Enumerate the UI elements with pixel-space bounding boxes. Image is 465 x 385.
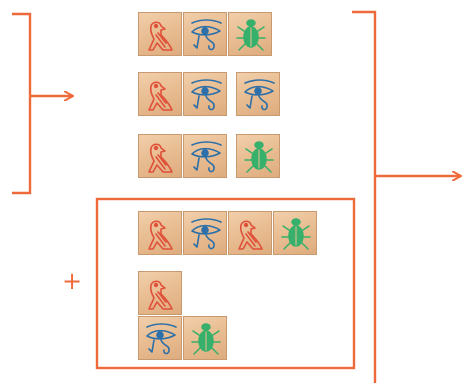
scarab-icon — [274, 212, 316, 256]
tile — [138, 72, 182, 116]
falcon-icon — [139, 272, 181, 316]
tile — [183, 134, 227, 178]
scarab-icon — [237, 135, 279, 179]
eye-icon — [184, 13, 226, 57]
tile — [183, 211, 227, 255]
tile — [236, 134, 280, 178]
falcon-icon — [139, 13, 181, 57]
tile — [183, 316, 227, 360]
falcon-icon — [139, 135, 181, 179]
tile — [138, 211, 182, 255]
falcon-icon — [229, 212, 271, 256]
tile — [228, 211, 272, 255]
tile — [273, 211, 317, 255]
eye-icon — [184, 73, 226, 117]
tile — [183, 72, 227, 116]
tile — [138, 12, 182, 56]
group-box — [95, 197, 356, 370]
eye-icon — [237, 73, 279, 117]
eye-icon — [139, 317, 181, 361]
scarab-icon — [229, 13, 271, 57]
tile — [183, 12, 227, 56]
eye-icon — [184, 212, 226, 256]
falcon-icon — [139, 73, 181, 117]
tile — [228, 12, 272, 56]
right-bracket — [352, 10, 377, 383]
tile — [138, 316, 182, 360]
falcon-icon — [139, 212, 181, 256]
left-bracket — [12, 12, 32, 195]
tile — [138, 271, 182, 315]
eye-icon — [184, 135, 226, 179]
tile — [236, 72, 280, 116]
tile — [138, 134, 182, 178]
scarab-icon — [184, 317, 226, 361]
plus-sign: + — [62, 267, 83, 295]
